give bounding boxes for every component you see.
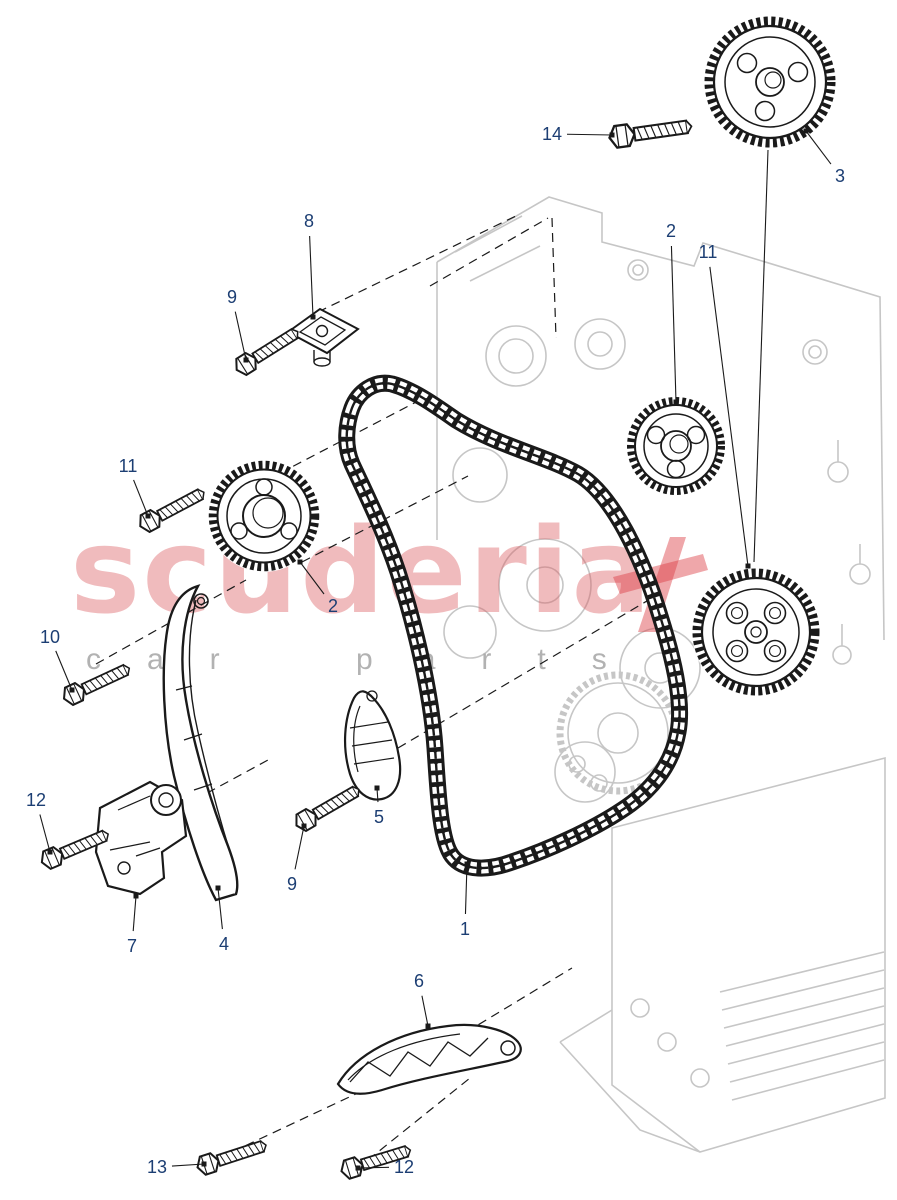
callout-label: 13: [147, 1157, 167, 1177]
callout-leader-line: [294, 825, 305, 870]
chain-guide-pad: [343, 690, 402, 801]
engine-stud-stems: [837, 440, 861, 646]
engine-stud: [808, 345, 822, 359]
callout-leader-marker: [201, 1161, 207, 1167]
callout-leader-marker: [609, 132, 615, 138]
callout-label: 5: [374, 807, 384, 827]
callout-leader-marker: [47, 849, 53, 855]
engine-stud: [627, 259, 649, 281]
chain-guide-lower: [336, 1023, 522, 1095]
engine-bore: [574, 318, 626, 370]
bolt-9-top: [230, 322, 304, 379]
engine-bolt-boss: [657, 1032, 677, 1052]
camshaft-sprocket-top: [704, 16, 836, 148]
engine-outline: [436, 196, 885, 641]
callout-label: 12: [26, 790, 46, 810]
callout-label: 14: [542, 124, 562, 144]
engine-boss: [443, 605, 497, 659]
callout-leader-marker: [673, 399, 679, 405]
callout-label: 4: [219, 934, 229, 954]
callout-leader-marker: [803, 128, 809, 134]
camshaft-sprocket-mid: [626, 396, 726, 496]
engine-stud: [632, 264, 644, 276]
engine-bore: [485, 325, 547, 387]
callout-leader-marker: [355, 1165, 361, 1171]
callout-leader-line: [357, 1166, 390, 1169]
engine-boss: [498, 538, 592, 632]
callout-leader-line: [805, 130, 832, 165]
callout-leader-marker: [215, 885, 221, 891]
callout-leader-marker: [301, 823, 307, 829]
callout-label: 10: [40, 627, 60, 647]
engine-boss: [526, 566, 564, 604]
callout-leader-line: [309, 235, 314, 318]
callout-leader-line: [217, 887, 223, 930]
engine-lower-block: [611, 756, 886, 1153]
callout-leader-marker: [243, 357, 249, 363]
callout-label: 11: [699, 242, 718, 262]
camshaft-axis-line: [753, 149, 769, 563]
callout-leader-marker: [297, 559, 303, 565]
callout-leader-line: [132, 895, 137, 932]
callout-leader-marker: [425, 1023, 431, 1029]
callout-leader-marker: [745, 563, 751, 569]
bolt-10: [59, 658, 135, 709]
engine-ribs: [719, 951, 885, 1101]
callout-label: 11: [119, 456, 138, 476]
callout-leader-marker: [145, 513, 151, 519]
chain-tensioner: [94, 780, 188, 896]
callout-label: 9: [287, 874, 297, 894]
oil-pump-hole: [568, 755, 586, 773]
mounting-bracket: [286, 307, 360, 367]
callout-layer: 14 3 8 2 11 9 11 2 10 12 7 4 9 5 1 6 13 12: [26, 124, 845, 1177]
callout-label: 1: [460, 919, 470, 939]
callout-label: 9: [227, 287, 237, 307]
callout-leader-line: [171, 1163, 205, 1167]
callout-label: 6: [414, 971, 424, 991]
timing-chain: [338, 374, 689, 877]
callout-leader-marker: [464, 861, 470, 867]
chain-guide-rail: [162, 584, 239, 902]
callout-label: 2: [666, 221, 676, 241]
callout-leader-line: [709, 266, 749, 567]
callout-label: 8: [304, 211, 314, 231]
callout-leader-marker: [133, 893, 139, 899]
callout-leader-line: [421, 995, 429, 1027]
engine-bore: [498, 338, 534, 374]
engine-bore: [587, 331, 613, 357]
oil-pump: [554, 741, 616, 803]
engine-boss: [452, 447, 508, 503]
callout-leader-marker: [374, 785, 380, 791]
callout-leader-marker: [69, 687, 75, 693]
engine-stud: [802, 339, 828, 365]
callout-leader-line: [39, 814, 51, 853]
engine-detail-lines: [454, 215, 541, 282]
bolt-13: [193, 1135, 270, 1178]
vvt-sprocket-lower: [692, 568, 820, 696]
callout-leader-line: [464, 863, 468, 915]
engine-pan-edge: [559, 1009, 701, 1153]
callout-label: 3: [835, 166, 845, 186]
callout-leader-line: [299, 561, 325, 595]
callout-leader-line: [566, 133, 613, 136]
callout-label: 2: [328, 596, 338, 616]
camshaft-sprocket-left: [208, 460, 320, 572]
callout-leader-line: [670, 245, 677, 403]
bolt-14: [606, 114, 695, 150]
engine-bolt-boss: [630, 998, 650, 1018]
callout-leader-line: [55, 650, 73, 691]
oil-pump-hole: [590, 774, 608, 792]
callout-label: 7: [127, 936, 137, 956]
callout-label: 12: [394, 1157, 414, 1177]
engine-bolt-boss: [690, 1068, 710, 1088]
bolt-11-left: [134, 482, 210, 536]
callout-leader-line: [133, 479, 149, 517]
callout-leader-marker: [310, 314, 316, 320]
callout-leader-line: [234, 311, 247, 361]
